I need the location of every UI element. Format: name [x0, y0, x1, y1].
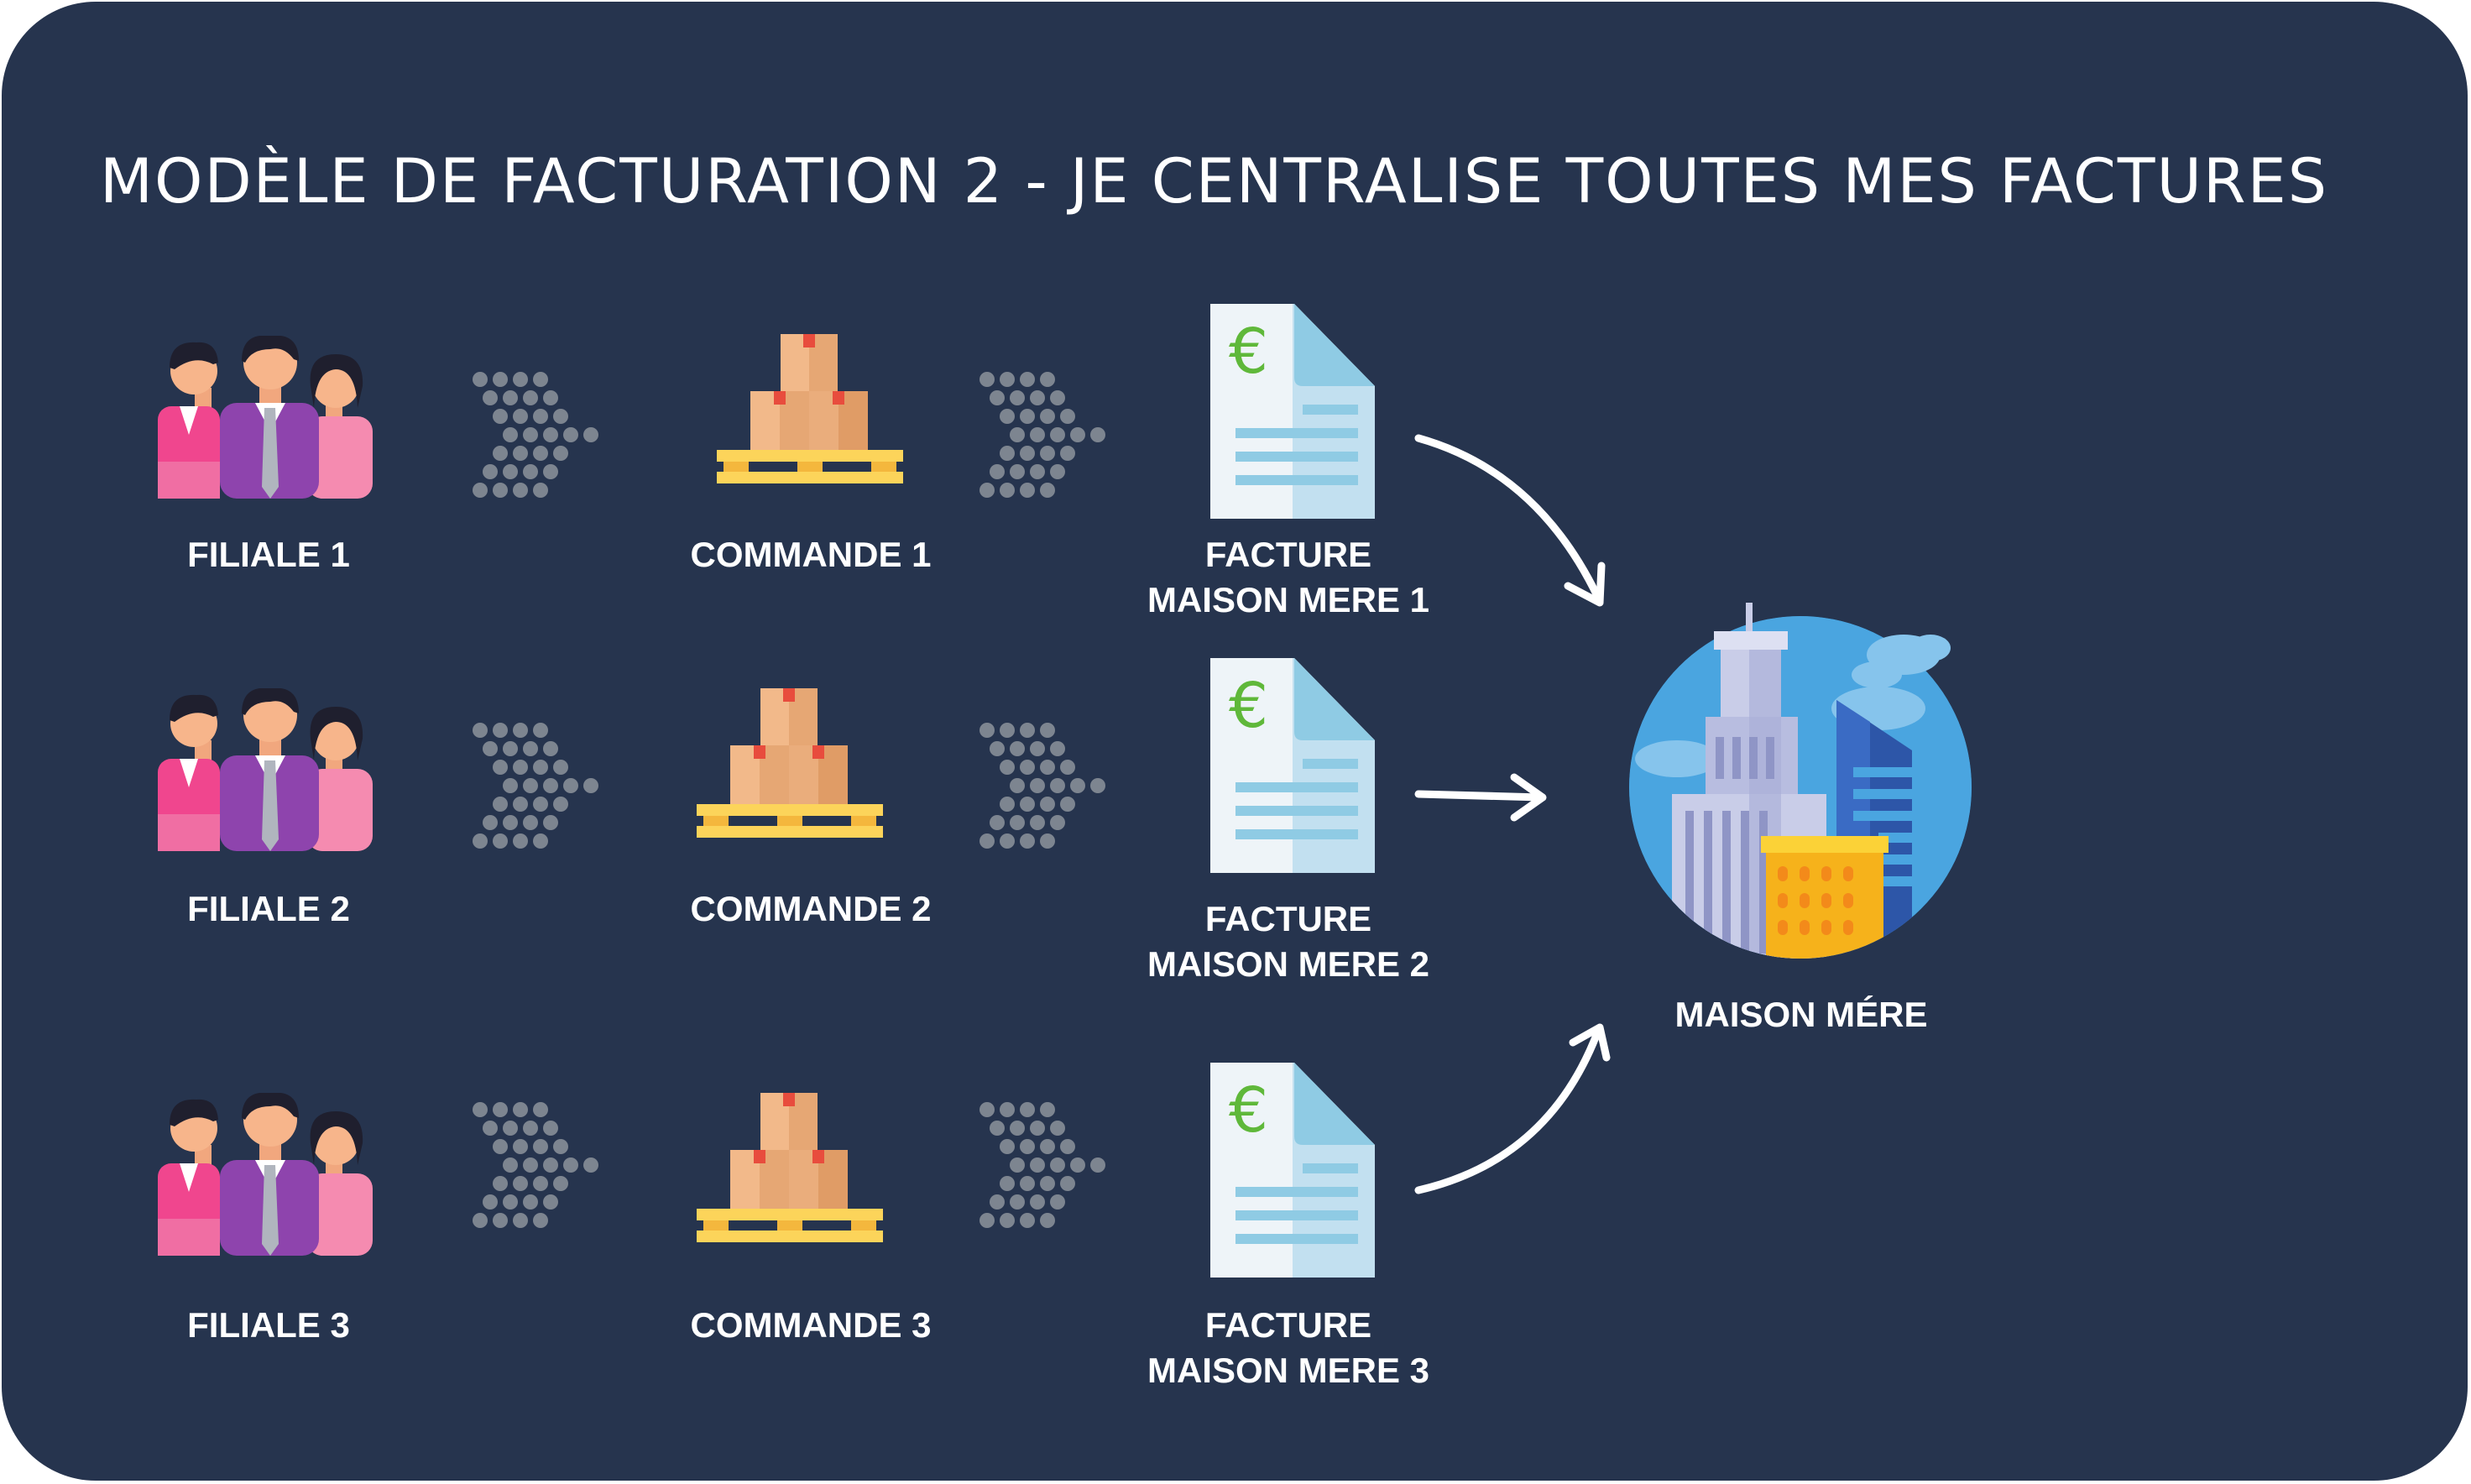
invoice-label: FACTURE MAISON MERE 1	[1147, 532, 1429, 623]
invoice-label: FACTURE MAISON MERE 2	[1147, 896, 1429, 987]
order-label: COMMANDE 2	[690, 889, 932, 928]
subsidiary-label: FILIALE 1	[187, 535, 350, 574]
subsidiary-label: FILIALE 3	[187, 1305, 350, 1345]
headquarters-label: MAISON MÉRE	[1674, 995, 1928, 1034]
invoice-label-line-1: FACTURE	[1204, 899, 1372, 938]
euro-icon: €	[1229, 670, 1269, 742]
invoice-label-line-2: MAISON MERE 2	[1147, 944, 1430, 984]
invoice-label-line-1: FACTURE	[1204, 1305, 1372, 1345]
invoice-label-line-2: MAISON MERE 1	[1147, 580, 1430, 619]
euro-icon: €	[1229, 316, 1269, 388]
invoice-label-line-2: MAISON MERE 3	[1147, 1351, 1430, 1390]
curved-arrow-icon	[1414, 434, 1606, 607]
order-label: COMMANDE 1	[690, 535, 932, 574]
euro-icon: €	[1229, 1074, 1269, 1147]
diagram-title: MODÈLE DE FACTURATION 2 - JE CENTRALISE …	[100, 146, 2329, 217]
city-buildings-icon	[1629, 603, 1972, 959]
curved-arrow-icon	[1414, 1023, 1611, 1194]
straight-arrow-icon	[1414, 773, 1547, 822]
invoice-label-line-1: FACTURE	[1204, 535, 1372, 574]
order-label: COMMANDE 3	[690, 1305, 932, 1345]
invoice-label: FACTURE MAISON MERE 3	[1147, 1303, 1429, 1393]
subsidiary-label: FILIALE 2	[187, 889, 350, 928]
